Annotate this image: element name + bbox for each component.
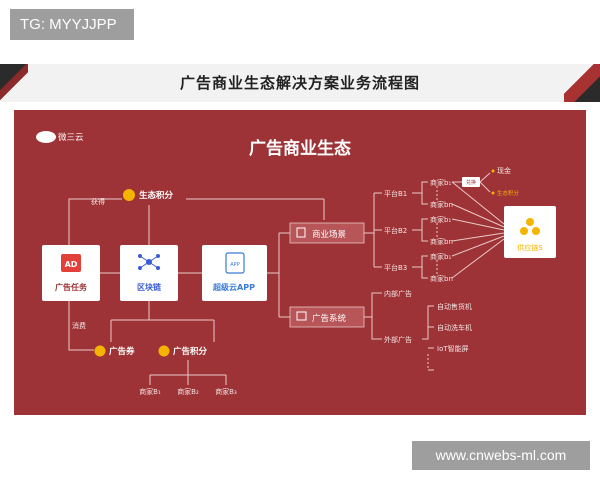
integral-bottom-label: 广告积分 [173,346,208,357]
blockchain-card: 区块链 [120,245,178,301]
ad-system-node: 广告系统 [289,306,365,328]
merchant-bottom-label: 商家B₃ [215,387,237,396]
app-icon-label: APP [230,262,239,268]
ad-system-label: 广告系统 [312,313,347,324]
coupon-label: 广告券 [109,346,135,357]
merchant-label: 商家b₁ [430,215,451,224]
header-stripe-right [564,64,600,102]
merchant-label: 商家bn [430,274,453,283]
use-label: 消费 [72,321,86,330]
eco-points-label: 生态积分 [497,189,520,197]
logo-cloud-icon [36,131,56,143]
external-ad-item: 自动售货机 [437,302,472,311]
blockchain-icon [138,254,160,270]
panel-heading: 广告商业生态 [249,138,351,159]
coin-icon [123,189,135,201]
header-band [0,64,600,102]
flow-diagram: 微三云 广告商业生态 生态积分 获得 AD 广告任务 区块链 APP 超级云AP… [36,131,556,396]
cash-dot [491,169,495,173]
business-scene-label: 商业场景 [312,229,346,240]
ad-icon-label: AD [65,260,78,269]
scene-icon [296,227,306,238]
platform-label: 平台B1 [384,189,407,198]
header-stripe-left [0,64,28,102]
system-icon [296,311,307,321]
super-app-card: APP 超级云APP [202,245,267,301]
coin-icon [158,345,170,357]
coupon-node: 广告券 [94,345,135,357]
cash-label: 现金 [497,166,511,175]
supply-chain-label: 供应链S [517,243,543,252]
external-ad-label: 外部广告 [384,335,412,344]
integral-bottom-node: 广告积分 [158,345,208,357]
supply-chain-icon [520,218,540,235]
earn-label: 获得 [91,197,105,206]
exchange-node: 兑换 [462,177,480,187]
brand-logo: 微三云 [36,131,84,143]
exchange-label: 兑换 [466,179,476,186]
ad-task-card: AD 广告任务 [42,245,100,301]
app-icon [225,252,245,274]
super-app-label: 超级云APP [212,282,255,292]
external-ad-item: IoT智能屏 [437,344,469,353]
watermark-bottom: www.cnwebs-ml.com [412,441,590,470]
merchant-label: 商家b₁ [430,178,451,187]
business-scene-node: 商业场景 [289,222,365,244]
external-ad-item: 自动洗车机 [437,323,472,332]
watermark-top: TG: MYYJJPP [10,9,134,40]
integral-top-label: 生态积分 [139,190,174,201]
merchant-bottom-label: 商家B₁ [139,387,161,396]
integral-top-node: 生态积分 [123,189,174,201]
supply-chain-card: 供应链S [504,206,556,258]
platform-label: 平台B3 [384,263,407,272]
connectors [68,172,505,385]
blockchain-label: 区块链 [137,282,162,292]
brand-name: 微三云 [58,132,84,143]
page-title: 广告商业生态解决方案业务流程图 [179,74,420,92]
platform-label: 平台B2 [384,226,407,235]
internal-ad-label: 内部广告 [384,289,412,298]
ad-task-label: 广告任务 [55,282,88,292]
merchant-bottom-label: 商家B₂ [177,387,199,396]
points-dot [491,191,495,195]
diagram-panel: 微三云 广告商业生态 生态积分 获得 AD 广告任务 区块链 APP 超级云AP… [14,110,586,415]
merchant-label: 商家bn [430,200,453,209]
coupon-icon [94,345,106,357]
merchant-label: 商家b₁ [430,252,451,261]
ad-icon [61,254,81,272]
merchant-label: 商家bn [430,237,453,246]
